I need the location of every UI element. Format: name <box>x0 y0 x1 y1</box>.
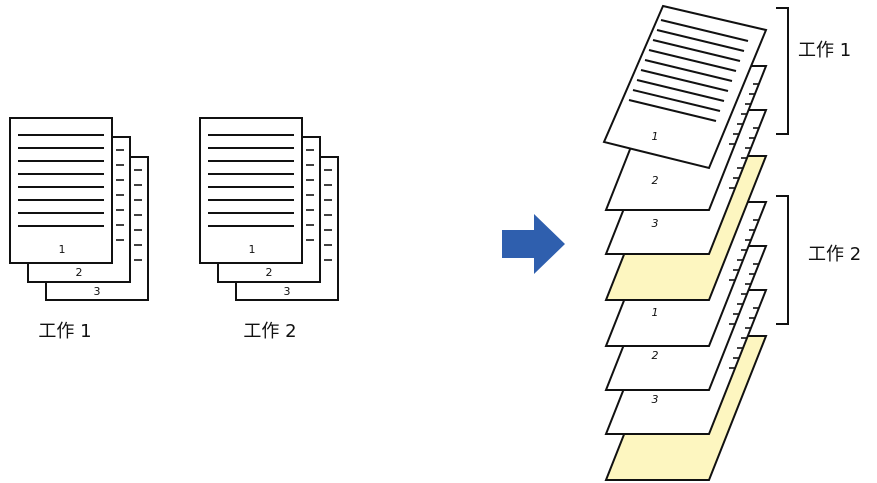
job-2-bracket <box>776 195 789 325</box>
output-sheet-1-text-lines <box>628 19 749 122</box>
job-2-page-3-ticks <box>324 169 332 261</box>
job-2-label: 工作 2 <box>243 321 296 342</box>
output-stack: 3 2 1 <box>602 4 768 481</box>
output-group-2-label: 工作 2 <box>808 244 861 265</box>
arrow-right-icon <box>502 214 565 274</box>
output-group-1-label: 工作 1 <box>798 40 851 61</box>
job-2-page-3-number: 3 <box>284 285 291 298</box>
job-1-page-1-text-lines <box>18 134 104 227</box>
job-2-page-1 <box>199 117 303 264</box>
output-sheet-1-number: 1 <box>652 130 659 143</box>
job-1-stack: 3 2 1 <box>9 117 149 301</box>
job-2-page-1-text-lines <box>208 134 294 227</box>
output-sheet-6-ticks <box>729 263 759 325</box>
output-sheet-5-ticks <box>729 219 759 281</box>
output-sheet-3-ticks <box>729 127 759 189</box>
output-sheet-7-ticks <box>729 307 759 369</box>
job-1-page-2-number: 2 <box>76 266 83 279</box>
job-2-stack: 3 2 1 <box>199 117 339 301</box>
output-sheet-3-number: 3 <box>652 217 659 230</box>
job-1-page-1 <box>9 117 113 264</box>
output-sheet-2-ticks <box>729 83 759 145</box>
job-1-page-2-ticks <box>116 149 124 241</box>
job-1-bracket <box>776 7 789 135</box>
job-2-page-2-ticks <box>306 149 314 241</box>
job-1-page-3-ticks <box>134 169 142 261</box>
output-sheet-7-number: 3 <box>652 393 659 406</box>
job-1-page-3-number: 3 <box>94 285 101 298</box>
job-1-label: 工作 1 <box>38 321 91 342</box>
job-1-page-1-number: 1 <box>59 243 66 256</box>
output-sheet-5-number: 1 <box>652 306 659 319</box>
job-2-page-1-number: 1 <box>249 243 256 256</box>
job-2-page-2-number: 2 <box>266 266 273 279</box>
output-sheet-2-number: 2 <box>652 174 659 187</box>
output-sheet-6-number: 2 <box>652 349 659 362</box>
